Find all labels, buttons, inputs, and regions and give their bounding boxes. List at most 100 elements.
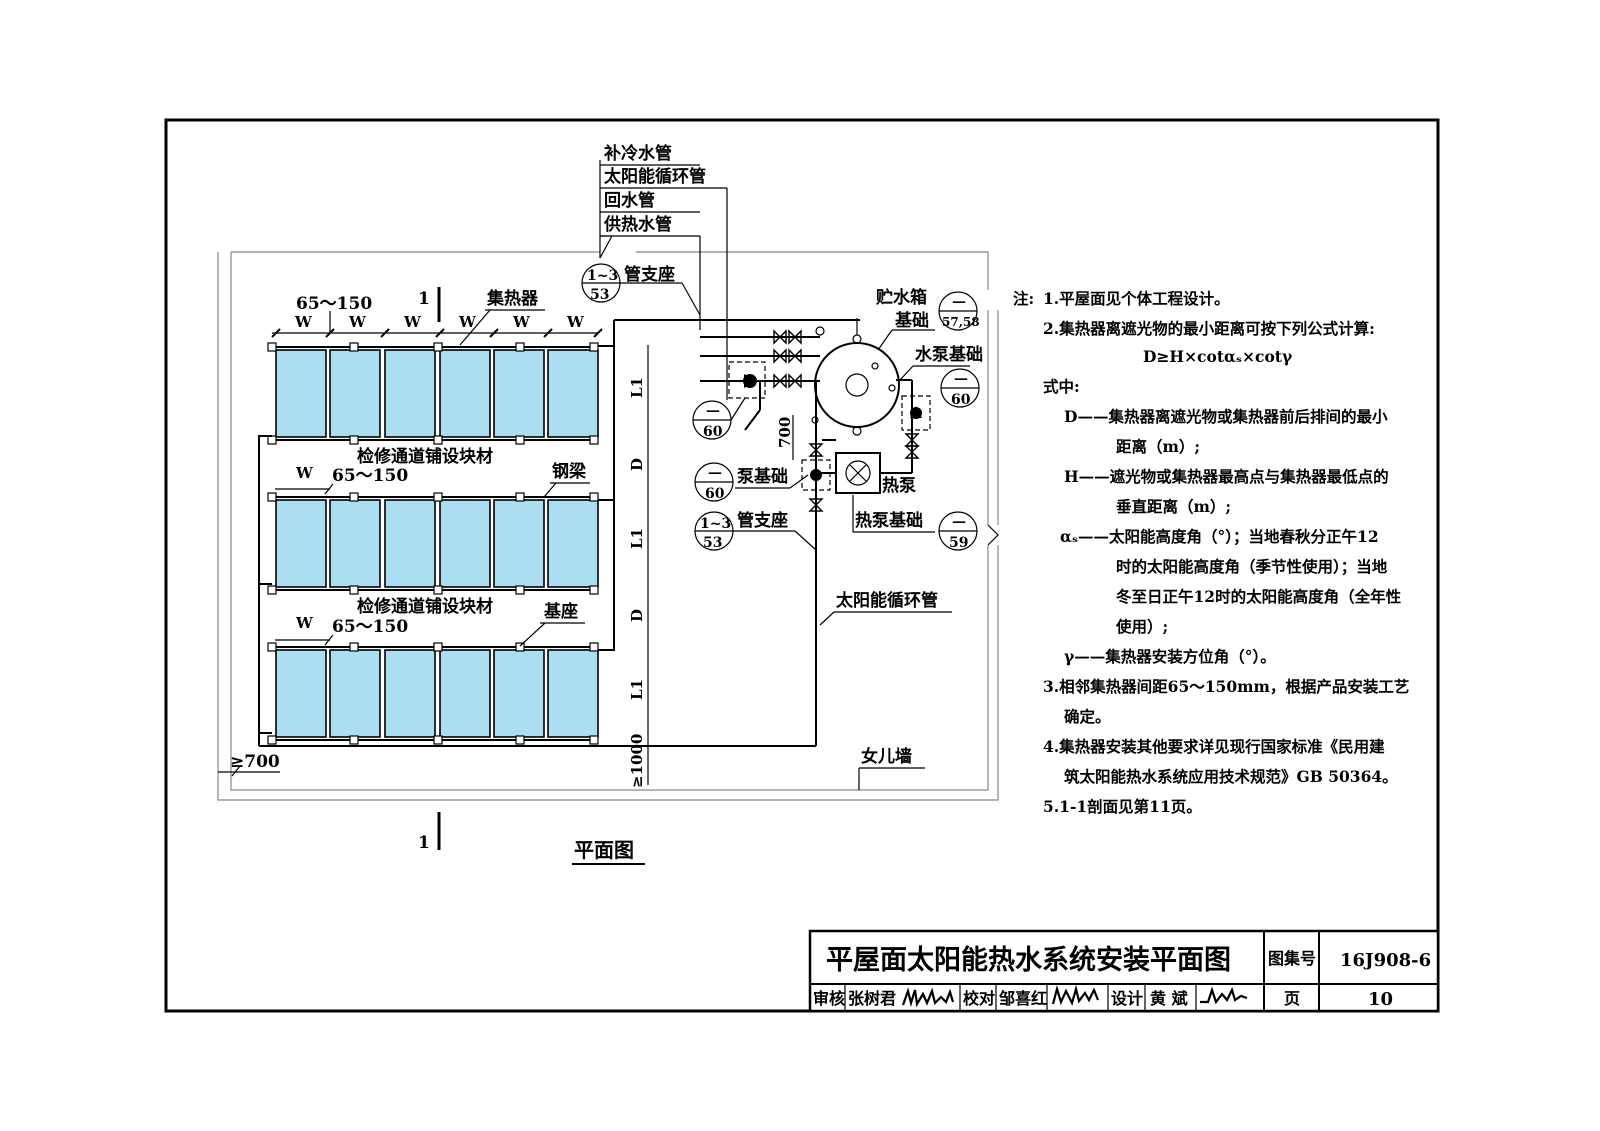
note-a-3: 冬至日正午12时的太阳能高度角（全年性: [1116, 587, 1402, 606]
collector-base: [589, 492, 599, 502]
dim-w: W: [566, 313, 585, 331]
collector-base: [349, 735, 359, 745]
collector-base: [589, 735, 599, 745]
svg-text:W: W: [295, 464, 314, 482]
note-formula: D≥H×cotαₛ×cotγ: [1143, 347, 1293, 366]
callout-59: — 59: [938, 511, 978, 551]
valve-symbol: [904, 445, 920, 459]
collector-base: [349, 342, 359, 352]
collector-label: 集热器: [486, 288, 539, 309]
valve-symbol: [773, 329, 787, 345]
svg-text:D: D: [628, 458, 646, 471]
note-d-1: D——集热器离遮光物或集热器前后排间的最小: [1064, 407, 1388, 426]
tank-label-2: 基础: [894, 310, 929, 331]
svg-text:60: 60: [951, 392, 971, 408]
solar-collector-panel: [329, 349, 381, 438]
pipe-support-callout-2: 1~3 53 管支座: [694, 510, 817, 551]
solar-collector-panel: [384, 499, 436, 588]
solar-collector-panel: [275, 349, 327, 438]
svg-text:53: 53: [703, 535, 722, 551]
collector-base: [267, 492, 277, 502]
pump-base-short-label: 泵基础: [737, 466, 788, 487]
heat-pump: [816, 439, 913, 494]
svg-text:≥700: ≥700: [230, 752, 280, 772]
solar-collector-panel: [493, 649, 545, 738]
solar-collector-panel: [384, 649, 436, 738]
reviewer-name: 张树君: [848, 989, 896, 1008]
valve-symbol: [773, 348, 787, 364]
legend-solar-loop: 太阳能循环管: [604, 166, 706, 187]
svg-text:—: —: [952, 294, 966, 310]
walkway-label-1: 检修通道铺设块材: [357, 446, 493, 467]
solar-collector-panel: [493, 499, 545, 588]
review-label: 审核: [813, 989, 845, 1008]
pipe-support-label: 管支座: [624, 264, 675, 285]
walkway-label-2: 检修通道铺设块材: [357, 596, 493, 617]
valve-symbol: [808, 498, 824, 512]
base-label: 基座: [543, 601, 578, 622]
circulation-pump: [728, 361, 766, 399]
pipe-support-callout-1: 1~3 53 管支座: [581, 263, 701, 316]
solar-collector-panel: [439, 349, 491, 438]
collector-base: [267, 585, 277, 595]
notes: 注: 1.平屋面见个体工程设计。 2.集热器离遮光物的最小距离可按下列公式计算:…: [1013, 289, 1409, 816]
dim-tick: [325, 328, 335, 338]
checker-signature: [1051, 984, 1100, 1007]
note-g: γ——集热器安装方位角（°）。: [1064, 647, 1276, 666]
collector-base: [589, 342, 599, 352]
legend-return: 回水管: [604, 190, 655, 211]
vertical-dimensions: L1 D L1 D L1 ≥1000: [628, 345, 649, 788]
pump-base-label: 水泵基础: [915, 344, 983, 365]
parapet-label: 女儿墙: [861, 746, 912, 767]
svg-text:L1: L1: [628, 528, 646, 549]
collector-base: [349, 492, 359, 502]
dim-700: 700: [776, 417, 794, 448]
note-4-2: 筑太阳能热水系统应用技术规范》GB 50364。: [1064, 767, 1398, 786]
svg-text:1: 1: [418, 289, 430, 309]
svg-text:—: —: [954, 371, 968, 387]
collector-arrays: [267, 342, 599, 745]
solar-collector-panel: [547, 349, 599, 438]
collector-base: [515, 585, 525, 595]
collector-base: [433, 342, 443, 352]
callout-57-58: — 57,58: [938, 291, 980, 331]
svg-text:1: 1: [418, 833, 430, 853]
collector-base: [589, 642, 599, 652]
note-2: 2.集热器离遮光物的最小距离可按下列公式计算:: [1043, 319, 1375, 338]
valve-symbol: [788, 329, 802, 345]
equipment-piping: [700, 319, 913, 746]
solar-collector-panel: [547, 499, 599, 588]
valve-symbol: [808, 443, 824, 457]
heat-pump-circulator: [801, 459, 831, 491]
designer-name: 黄 斌: [1150, 989, 1188, 1008]
steel-beam-label: 钢梁: [552, 461, 587, 482]
valve-symbol: [773, 373, 787, 389]
note-a-2: 时的太阳能高度角（季节性使用）；当地: [1116, 557, 1388, 576]
valve-symbol: [788, 373, 802, 389]
solar-collector-panel: [439, 499, 491, 588]
valves: [773, 329, 920, 512]
svg-text:L1: L1: [628, 377, 646, 398]
svg-text:59: 59: [949, 535, 968, 551]
callout-60-a: — 60: [692, 397, 746, 440]
collector-base: [433, 435, 443, 445]
solar-collector-panel: [493, 349, 545, 438]
page-label: 页: [1284, 989, 1300, 1008]
legend-supply: 供热水管: [603, 214, 672, 235]
collector-base: [349, 642, 359, 652]
collector-base: [433, 492, 443, 502]
legend-make-up: 补冷水管: [603, 143, 672, 164]
svg-text:60: 60: [703, 424, 723, 440]
heat-pump-label: 热泵: [882, 475, 916, 496]
roof-outline: [217, 251, 999, 801]
svg-text:—: —: [952, 514, 966, 530]
collector-base: [433, 735, 443, 745]
water-pump: [901, 395, 931, 431]
solar-collector-panel: [275, 499, 327, 588]
plan-title: 平面图: [574, 838, 634, 862]
collector-base: [589, 585, 599, 595]
svg-text:1~3: 1~3: [700, 516, 731, 532]
note-1: 1.平屋面见个体工程设计。: [1043, 289, 1230, 308]
array-pipes: [258, 319, 816, 747]
